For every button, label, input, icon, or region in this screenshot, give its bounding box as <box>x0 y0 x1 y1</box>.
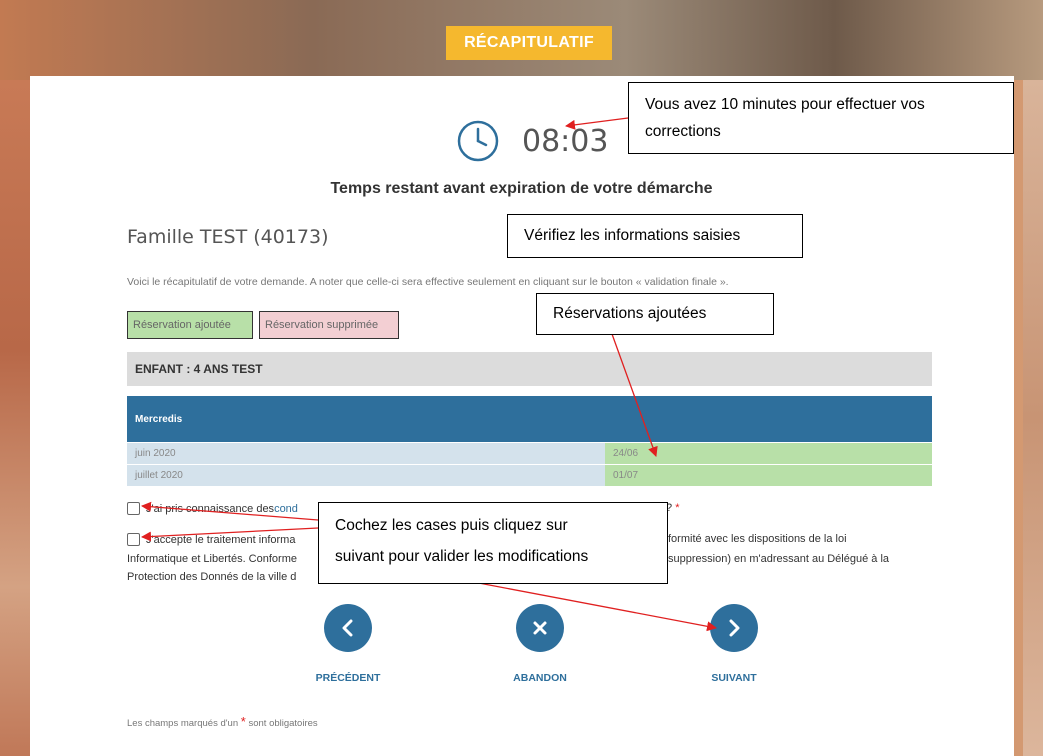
callout-reservations: Réservations ajoutées <box>536 293 774 335</box>
required-star: * <box>675 502 680 514</box>
table-row: juin 2020 24/06 <box>127 442 932 464</box>
callout-verify: Vérifiez les informations saisies <box>507 214 803 258</box>
legend-added: Réservation ajoutée <box>127 311 253 339</box>
consent-data-line2: Informatique et Libertés. Conforme <box>127 553 297 565</box>
callout-checkboxes: Cochez les cases puis cliquez sur suivan… <box>318 502 668 584</box>
table-row: juillet 2020 01/07 <box>127 464 932 486</box>
previous-button[interactable] <box>324 604 372 652</box>
footnote-star: * <box>240 714 246 729</box>
table-cell-date: 01/07 <box>605 464 932 486</box>
footnote-suffix: sont obligatoires <box>245 718 318 729</box>
consent-conditions-checkbox[interactable] <box>127 502 140 515</box>
consent-data-line1: J'accepte le traitement informa <box>127 533 295 546</box>
consent-conditions: J'ai pris connaissance des cond <box>127 502 298 515</box>
background-left <box>0 80 30 756</box>
clock-icon <box>457 120 499 162</box>
table-cell-month: juin 2020 <box>127 442 605 464</box>
legend-removed: Réservation supprimée <box>259 311 399 339</box>
intro-text: Voici le récapitulatif de votre demande.… <box>127 276 729 288</box>
child-header: ENFANT : 4 ANS TEST <box>127 352 932 386</box>
callout-checkboxes-line1: Cochez les cases puis cliquez sur <box>335 517 568 534</box>
required-footnote: Les champs marqués d'un * sont obligatoi… <box>127 714 318 729</box>
consent-data-text-2a: Informatique et Libertés. Conforme <box>127 553 297 565</box>
previous-label[interactable]: PRÉCÉDENT <box>315 672 381 684</box>
timer-label: Temps restant avant expiration de votre … <box>330 180 713 197</box>
page-title: RÉCAPITULATIF <box>446 26 612 60</box>
close-icon <box>533 621 547 635</box>
consent-data-text-2b: suppression) en m'adressant au Délégué à… <box>668 553 890 565</box>
cancel-label[interactable]: ABANDON <box>513 672 567 684</box>
conditions-link[interactable]: cond <box>274 502 298 515</box>
callout-timer-line1: Vous avez 10 minutes pour effectuer vos <box>645 96 925 113</box>
callout-timer-line2: corrections <box>645 123 721 140</box>
next-label[interactable]: SUIVANT <box>711 672 757 684</box>
family-name: Famille TEST (40173) <box>127 226 329 248</box>
table-header: Mercredis <box>127 396 932 442</box>
timer: 08:03 <box>456 116 608 166</box>
consent-data-text-1b: formité avec les dispositions de la loi <box>668 533 847 545</box>
callout-verify-text: Vérifiez les informations saisies <box>524 227 741 244</box>
consent-data-text-1a: J'accepte le traitement informa <box>146 533 296 546</box>
consent-data-checkbox[interactable] <box>127 533 140 546</box>
consent-conditions-text: J'ai pris connaissance des <box>146 502 275 515</box>
background-right <box>1023 80 1043 756</box>
consent-conditions-end: ? * <box>666 502 679 514</box>
timer-value: 08:03 <box>522 123 609 159</box>
chevron-right-icon <box>729 619 740 637</box>
callout-reservations-text: Réservations ajoutées <box>553 305 707 322</box>
consent-conditions-suffix: ? <box>666 502 673 514</box>
consent-data-text-3: Protection des Donnés de la ville d <box>127 571 297 583</box>
callout-timer: Vous avez 10 minutes pour effectuer vos … <box>628 82 1014 154</box>
footnote-prefix: Les champs marqués d'un <box>127 718 241 729</box>
table-cell-date: 24/06 <box>605 442 932 464</box>
consent-data-line3: Protection des Donnés de la ville d <box>127 571 296 583</box>
next-button[interactable] <box>710 604 758 652</box>
consent-data-line2-end: suppression) en m'adressant au Délégué à… <box>668 553 889 565</box>
callout-checkboxes-line2: suivant pour valider les modifications <box>335 548 589 565</box>
consent-data-line1-end: formité avec les dispositions de la loi <box>668 533 847 545</box>
chevron-left-icon <box>342 619 353 637</box>
table-cell-month: juillet 2020 <box>127 464 605 486</box>
reservation-table: Mercredis juin 2020 24/06 juillet 2020 0… <box>127 396 932 486</box>
cancel-button[interactable] <box>516 604 564 652</box>
